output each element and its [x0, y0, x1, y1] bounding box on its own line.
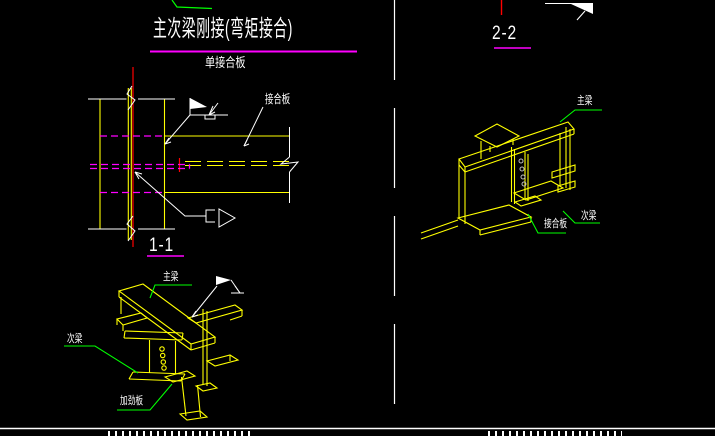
- section-label-2-2: 2-2: [492, 23, 517, 44]
- annotation-lines: [88, 85, 300, 242]
- iso-left-label-stiffener: 加劲板: [120, 395, 144, 407]
- title-underlines: [147, 47, 531, 257]
- label-plate-2d: 接合板: [265, 92, 291, 106]
- iso-right-label-main-beam: 主梁: [577, 95, 593, 107]
- view-2d-section: [88, 67, 300, 247]
- break-squiggle-bottom: [126, 215, 136, 242]
- section-mark-top-right: [500, 0, 593, 21]
- centerline: [132, 67, 181, 247]
- label-leaders: [64, 284, 192, 411]
- drawing-title: 主次梁刚接(弯矩接合): [153, 15, 293, 41]
- leader-flag: [164, 114, 191, 145]
- steel-3d: [115, 283, 244, 421]
- bolt-circles: [159, 346, 167, 371]
- iso-left-label-main-beam: 主梁: [163, 271, 179, 283]
- iso-view-right: [420, 109, 602, 240]
- iso-left-label-secondary-beam: 次梁: [67, 333, 83, 345]
- break-zigzag-right: [279, 156, 300, 173]
- section-label-1-1: 1-1: [149, 235, 174, 256]
- green-reference-line: [171, 0, 213, 10]
- leader-weld-symbol: [134, 171, 237, 228]
- bolt-circles: [518, 158, 527, 187]
- section-flag-icon: [191, 276, 244, 318]
- hidden-lines: [90, 135, 191, 194]
- label-leaders: [527, 109, 602, 234]
- steel-3d: [420, 121, 576, 240]
- stiffener-plate-shape: [163, 370, 197, 383]
- iso-right-label-joint-plate: 接合板: [544, 218, 568, 230]
- iso-view-left: [64, 276, 244, 421]
- clipped-text-fragment-right: [488, 431, 622, 436]
- leader-plate-label: [243, 106, 264, 147]
- drawing-subtitle: 单接合板: [205, 55, 246, 70]
- section-flag-icon: [545, 2, 593, 21]
- break-squiggle-top: [126, 85, 136, 111]
- clipped-text-fragment-left: [108, 431, 252, 436]
- section-flag-icon: [189, 98, 228, 120]
- iso-right-label-secondary-beam: 次梁: [581, 210, 597, 222]
- joint-plate-shape: [512, 180, 565, 201]
